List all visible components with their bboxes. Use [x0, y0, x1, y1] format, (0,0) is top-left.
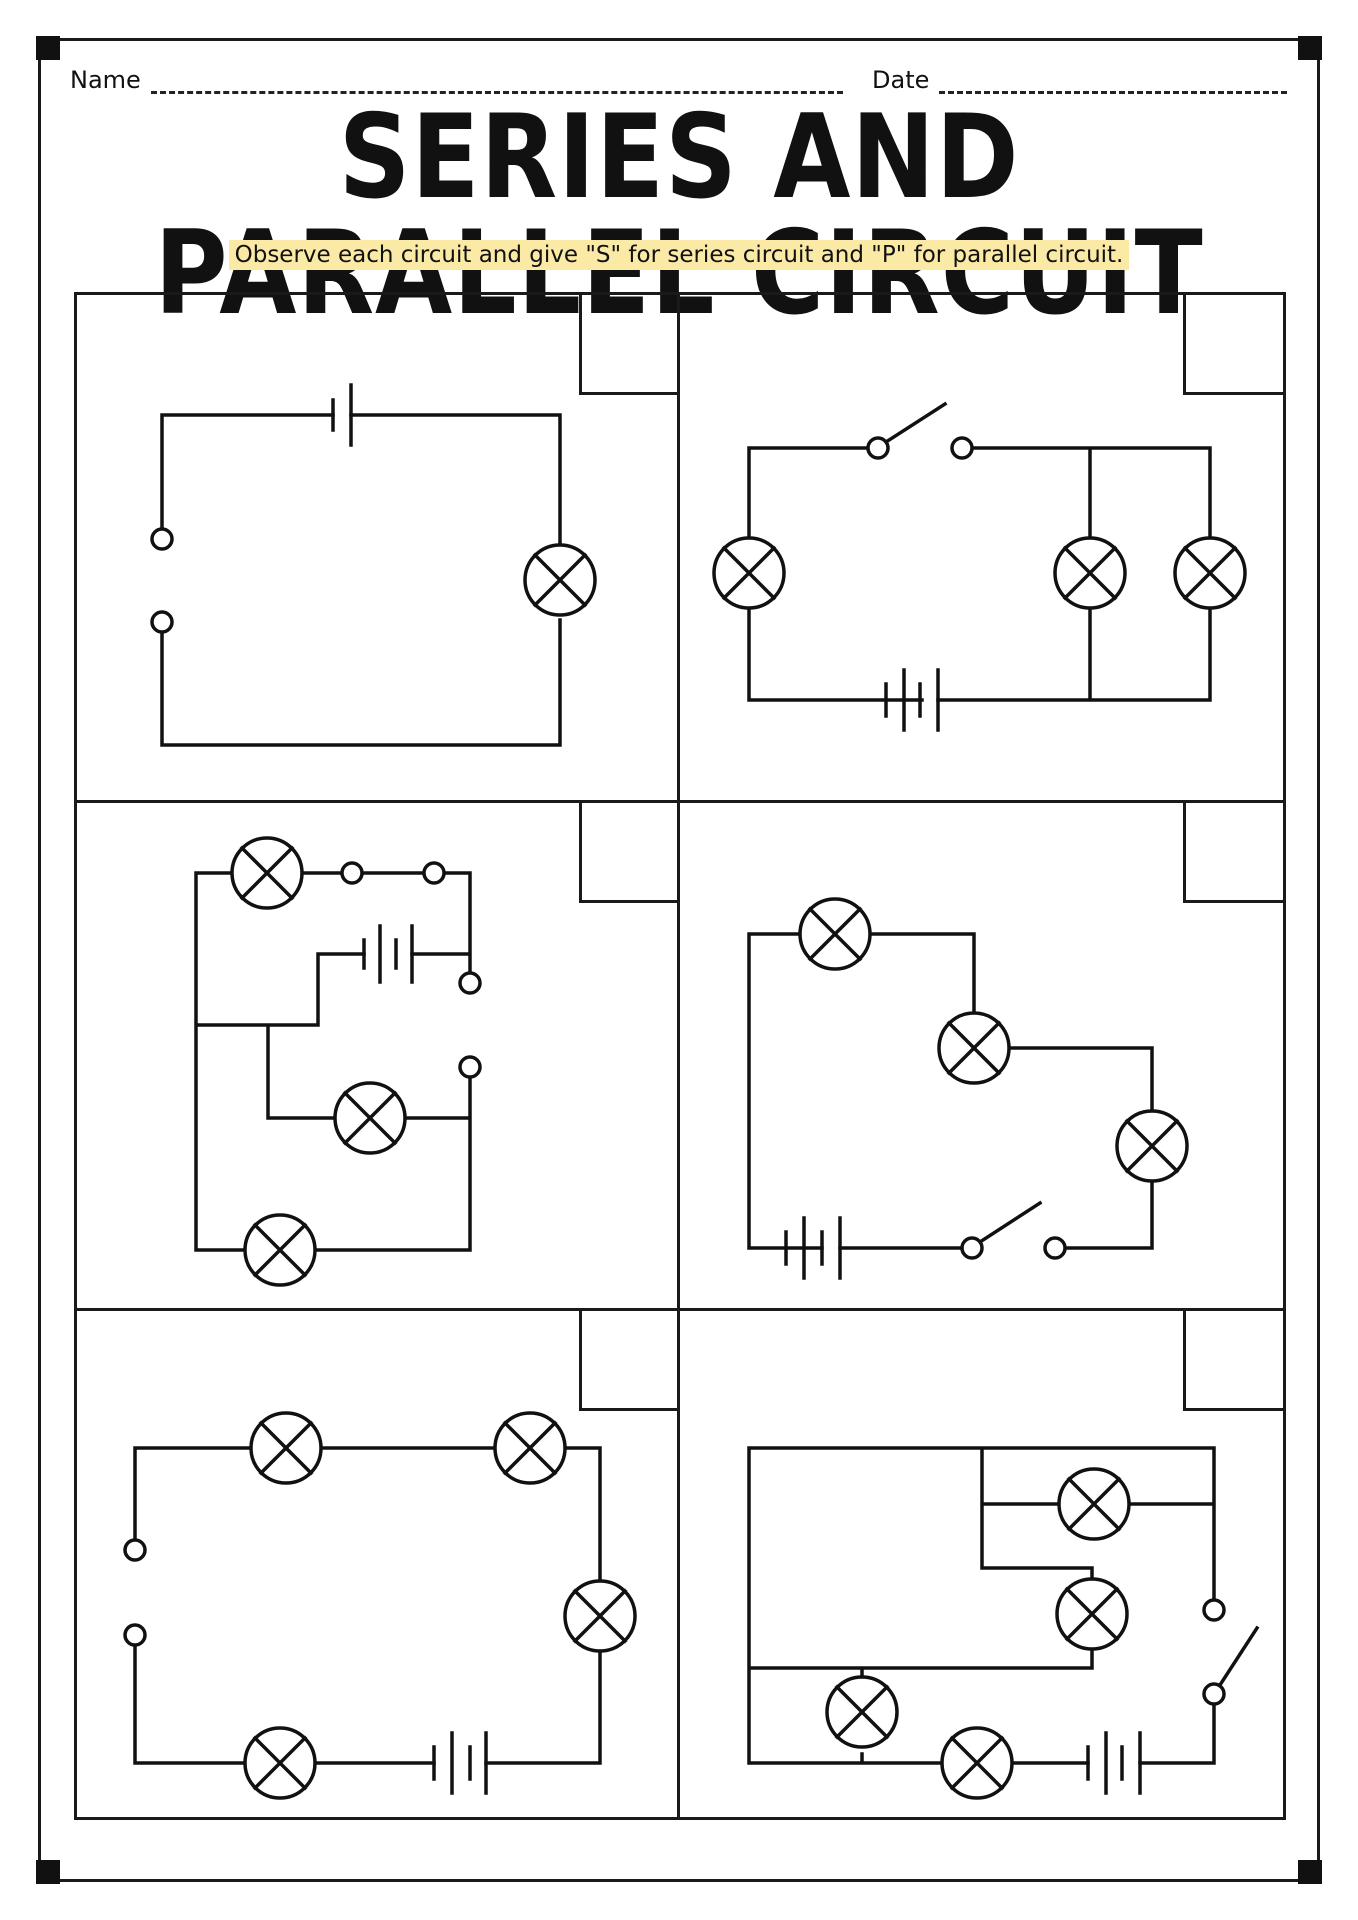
answer-box-2[interactable]	[1183, 295, 1283, 395]
lamp-icon	[1053, 536, 1127, 610]
lamp-icon	[1055, 1577, 1129, 1651]
lamp-icon	[243, 1726, 317, 1800]
battery-icon	[784, 1216, 842, 1280]
switch-icon	[458, 971, 482, 1079]
switch-icon	[960, 1200, 1067, 1260]
lamp-icon	[523, 543, 597, 617]
lamp-icon	[940, 1726, 1014, 1800]
grid-divider-horizontal-1	[74, 800, 1286, 803]
page-border	[38, 38, 1320, 1882]
grid-divider-horizontal-2	[74, 1308, 1286, 1311]
wire	[194, 871, 472, 1252]
wire	[133, 1446, 602, 1765]
switch-icon	[150, 527, 174, 634]
wire	[747, 932, 1154, 1250]
grid-divider-vertical	[677, 292, 680, 1820]
answer-box-1[interactable]	[579, 295, 679, 395]
name-label: Name	[70, 66, 141, 94]
switch-icon	[866, 401, 974, 460]
lamp-icon	[798, 897, 872, 971]
date-label: Date	[872, 66, 930, 94]
answer-box-3[interactable]	[579, 803, 679, 903]
date-field[interactable]: Date	[872, 66, 1288, 94]
name-line[interactable]	[150, 71, 843, 94]
lamp-icon	[243, 1213, 317, 1287]
lamp-icon	[563, 1579, 637, 1653]
lamp-icon	[230, 836, 304, 910]
wire	[160, 413, 562, 747]
battery-icon	[362, 924, 414, 984]
lamp-icon	[249, 1411, 323, 1485]
switch-icon	[123, 1538, 147, 1647]
circuit-3	[194, 836, 482, 1287]
wire	[747, 1446, 1216, 1765]
wire	[747, 446, 1212, 702]
switch-icon	[340, 861, 446, 885]
circuit-1	[150, 383, 597, 747]
circuit-6	[747, 1446, 1260, 1800]
lamp-icon	[333, 1081, 407, 1155]
date-line[interactable]	[939, 71, 1288, 94]
lamp-icon	[937, 1011, 1011, 1085]
corner-mark-top-left	[36, 36, 60, 60]
lamp-icon	[1057, 1467, 1131, 1541]
lamp-icon	[712, 536, 786, 610]
battery-icon	[1086, 1731, 1142, 1795]
answer-box-5[interactable]	[579, 1311, 679, 1411]
corner-mark-top-right	[1298, 36, 1322, 60]
answer-box-6[interactable]	[1183, 1311, 1283, 1411]
name-field[interactable]: Name	[70, 66, 843, 94]
circuit-5	[123, 1411, 637, 1800]
lamp-icon	[1173, 536, 1247, 610]
corner-mark-bottom-right	[1298, 1860, 1322, 1884]
battery-icon	[884, 668, 940, 732]
lamp-icon	[493, 1411, 567, 1485]
battery-icon	[432, 1731, 488, 1795]
lamp-icon	[825, 1675, 899, 1749]
battery-icon	[331, 383, 353, 447]
lamp-icon	[1115, 1109, 1189, 1183]
circuit-4	[747, 897, 1189, 1280]
instructions: Observe each circuit and give "S" for se…	[0, 240, 1358, 270]
answer-box-4[interactable]	[1183, 803, 1283, 903]
circuit-2	[712, 401, 1247, 732]
instructions-text: Observe each circuit and give "S" for se…	[228, 240, 1130, 270]
corner-mark-bottom-left	[36, 1860, 60, 1884]
switch-icon	[1202, 1598, 1260, 1706]
circuit-grid	[74, 292, 1286, 1820]
